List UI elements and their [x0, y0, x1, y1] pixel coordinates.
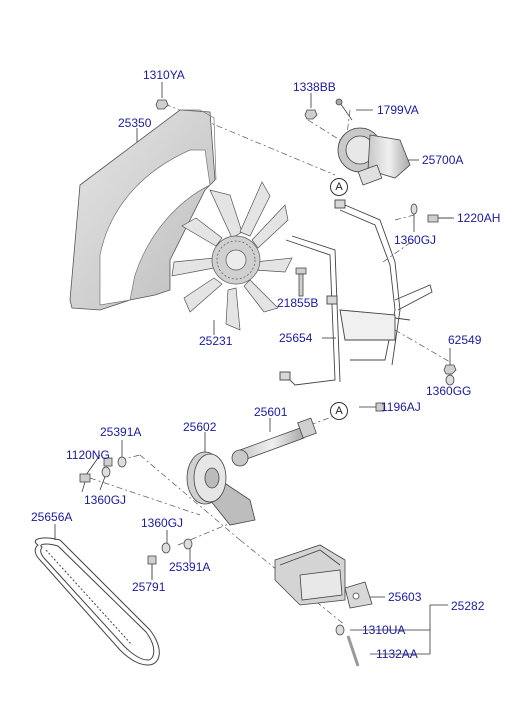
ref-circle-a: A	[330, 178, 348, 196]
cooling-fan	[171, 181, 293, 331]
part-label-25350: 25350	[118, 116, 152, 130]
part-label-25791: 25791	[132, 580, 166, 594]
part-label-1120ng: 1120NG	[66, 448, 110, 462]
part-label-25603: 25603	[388, 590, 422, 604]
part-label-1360gg: 1360GG	[426, 384, 472, 398]
part-label-1310ya: 1310YA	[143, 68, 185, 82]
part-label-1132aa: 1132AA	[376, 647, 418, 661]
fan-pulley	[186, 451, 256, 526]
part-label-1360gj-top: 1360GJ	[394, 233, 437, 247]
part-label-62549: 62549	[448, 333, 482, 347]
part-label-1799va: 1799VA	[377, 103, 419, 117]
bolt-21855b	[295, 267, 307, 297]
hardware	[79, 99, 457, 667]
part-label-25700a: 25700A	[422, 153, 464, 167]
part-label-25231: 25231	[199, 334, 233, 348]
part-label-25602: 25602	[183, 420, 217, 434]
fan-shroud	[69, 109, 217, 311]
ref-circle-a: A	[330, 402, 348, 420]
part-label-25391a-low: 25391A	[169, 560, 211, 574]
part-label-1338bb: 1338BB	[293, 80, 336, 94]
fan-shaft	[231, 417, 317, 467]
part-label-1196aj: 1196AJ	[381, 400, 421, 414]
part-label-1360gj-left: 1360GJ	[84, 493, 127, 507]
pulley-bracket	[274, 544, 373, 609]
fan-bracket	[279, 199, 433, 386]
part-label-25656a: 25656A	[31, 510, 73, 524]
part-label-1360gj-low: 1360GJ	[141, 516, 184, 530]
water-pump	[335, 98, 411, 186]
part-label-25601: 25601	[254, 405, 288, 419]
part-label-1220ah: 1220AH	[457, 211, 501, 225]
part-label-25282: 25282	[451, 599, 485, 613]
part-label-25391a-top: 25391A	[100, 425, 142, 439]
part-label-21855b: 21855B	[277, 296, 319, 310]
part-label-25654: 25654	[279, 331, 313, 345]
part-label-1310ua: 1310UA	[362, 623, 406, 637]
drive-belt	[34, 537, 160, 666]
